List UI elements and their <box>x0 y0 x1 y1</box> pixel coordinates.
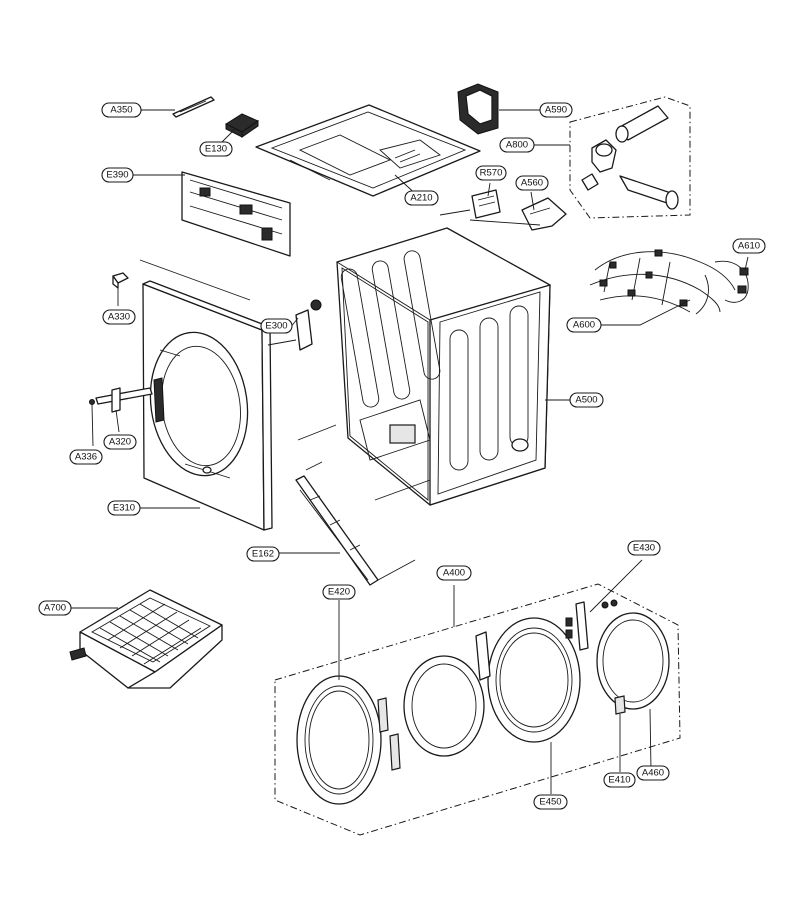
label-text-a350: A350 <box>110 105 132 116</box>
door-frame-e450 <box>475 617 581 743</box>
label-a350: A350 <box>101 102 142 118</box>
latch-e410 <box>614 695 626 715</box>
label-text-a590: A590 <box>545 105 567 116</box>
label-a590: A590 <box>539 102 573 118</box>
label-text-e450: E450 <box>539 797 561 808</box>
label-e450: E450 <box>533 794 568 810</box>
label-a560: A560 <box>515 175 549 191</box>
label-text-e162: E162 <box>252 549 274 560</box>
door-ring-a460 <box>596 612 670 710</box>
label-a460: A460 <box>636 765 670 781</box>
label-e410: E410 <box>603 772 636 788</box>
label-text-a460: A460 <box>642 768 664 779</box>
label-a400: A400 <box>436 565 472 581</box>
label-text-e410: E410 <box>608 775 630 786</box>
label-text-e430: E430 <box>633 543 655 554</box>
label-a700: A700 <box>38 600 72 616</box>
label-r570: R570 <box>475 165 507 181</box>
hinge-bar-a320 <box>89 387 153 413</box>
label-text-a400: A400 <box>443 568 465 579</box>
wire-harness-a600 <box>589 249 736 315</box>
label-text-r570: R570 <box>480 168 503 179</box>
label-e300: E300 <box>260 318 293 334</box>
top-panel <box>255 104 481 197</box>
label-text-a610: A610 <box>738 241 760 252</box>
label-text-e130: E130 <box>205 144 227 155</box>
label-text-a336: A336 <box>75 452 97 463</box>
label-a500: A500 <box>569 392 604 408</box>
label-a336: A336 <box>69 449 103 465</box>
cabinet-a500 <box>336 227 551 506</box>
part-a590 <box>457 83 499 135</box>
label-text-e420: E420 <box>328 587 350 598</box>
label-e420: E420 <box>322 584 356 600</box>
label-text-e300: E300 <box>265 321 287 332</box>
door-glass <box>403 655 485 757</box>
bracket-a350 <box>172 96 215 118</box>
label-text-a330: A330 <box>108 312 130 323</box>
label-text-e390: E390 <box>106 170 128 181</box>
control-board-e390 <box>181 171 291 257</box>
front-panel-e310 <box>142 280 273 531</box>
group-a800 <box>569 96 691 219</box>
label-e130: E130 <box>199 141 233 157</box>
label-text-a320: A320 <box>109 437 131 448</box>
label-text-a500: A500 <box>575 395 597 406</box>
label-a320: A320 <box>103 434 137 450</box>
label-e390: E390 <box>101 167 134 183</box>
drawer-a700 <box>69 589 223 689</box>
door-group-a400 <box>274 583 681 836</box>
label-e430: E430 <box>627 540 661 556</box>
label-e162: E162 <box>246 546 280 562</box>
base-bracket-e162 <box>295 475 379 586</box>
label-a330: A330 <box>102 309 136 325</box>
label-text-a800: A800 <box>506 140 528 151</box>
label-a600: A600 <box>566 317 602 333</box>
harness-a610 <box>714 260 749 303</box>
label-a800: A800 <box>499 137 535 153</box>
duct-a560 <box>521 197 567 231</box>
label-e310: E310 <box>107 500 141 516</box>
part-e300 <box>267 299 322 351</box>
door-ring-e420 <box>296 675 401 805</box>
label-a610: A610 <box>732 238 766 254</box>
label-text-a700: A700 <box>44 603 66 614</box>
label-text-e310: E310 <box>113 503 135 514</box>
hinge-e430 <box>565 599 618 651</box>
label-a210: A210 <box>404 190 439 206</box>
label-text-a210: A210 <box>410 193 432 204</box>
part-a330 <box>112 272 129 289</box>
label-text-a560: A560 <box>521 178 543 189</box>
label-text-a600: A600 <box>573 320 595 331</box>
bracket-r570 <box>471 189 501 219</box>
leader-lines <box>71 109 749 794</box>
